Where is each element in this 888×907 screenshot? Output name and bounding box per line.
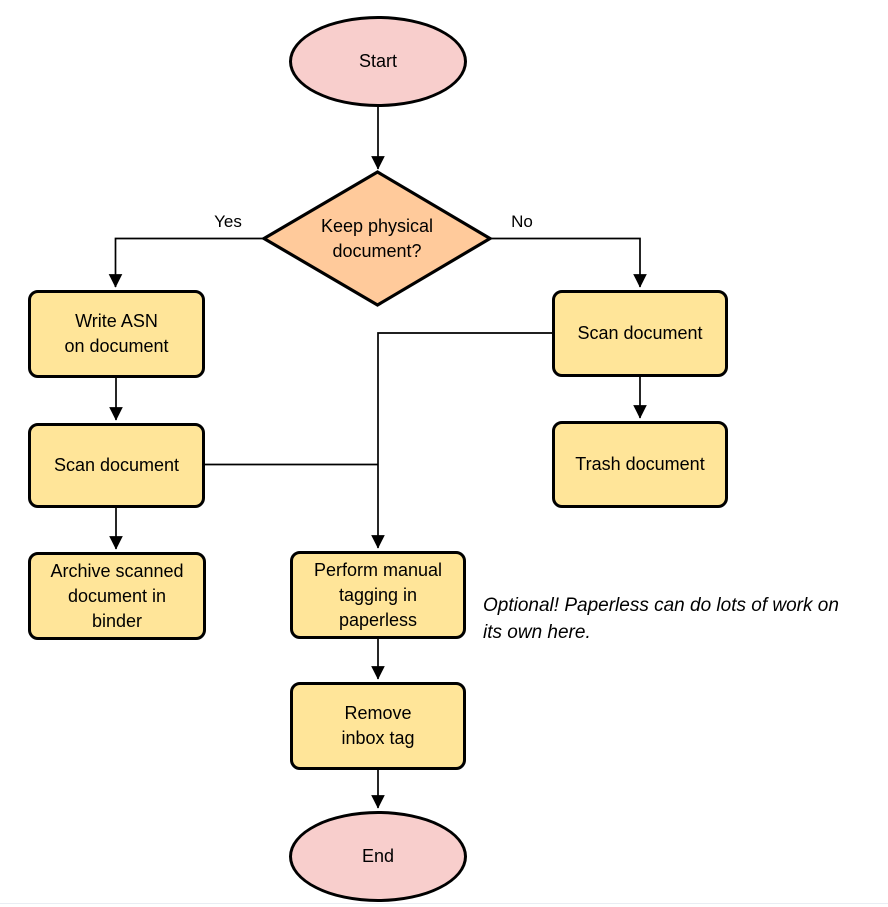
- edge-label-no: No: [511, 212, 533, 231]
- node-scan-document-left: Scan document: [28, 423, 205, 508]
- node-manual-tagging: Perform manual tagging in paperless: [290, 551, 466, 639]
- node-start: Start: [289, 16, 467, 107]
- node-end: End: [289, 811, 467, 902]
- decision-diamond-shape: [260, 170, 494, 307]
- node-scan-document-right: Scan document: [552, 290, 728, 377]
- optional-note: Optional! Paperless can do lots of work …: [483, 595, 839, 643]
- node-remove-inbox-tag: Remove inbox tag: [290, 682, 466, 770]
- edge-scan-right-to-tagging: [371, 332, 552, 549]
- node-write-asn: Write ASN on document: [28, 290, 205, 378]
- edge-decision-no-to-scan-right: [490, 237, 647, 288]
- bottom-hairline: [0, 903, 888, 904]
- edge-label-yes: Yes: [214, 212, 242, 231]
- edge-decision-yes-to-write-asn: [108, 237, 264, 288]
- node-archive-binder: Archive scanned document in binder: [28, 552, 206, 640]
- node-decision-label: Keep physical document?: [320, 216, 434, 261]
- node-trash-document: Trash document: [552, 421, 728, 508]
